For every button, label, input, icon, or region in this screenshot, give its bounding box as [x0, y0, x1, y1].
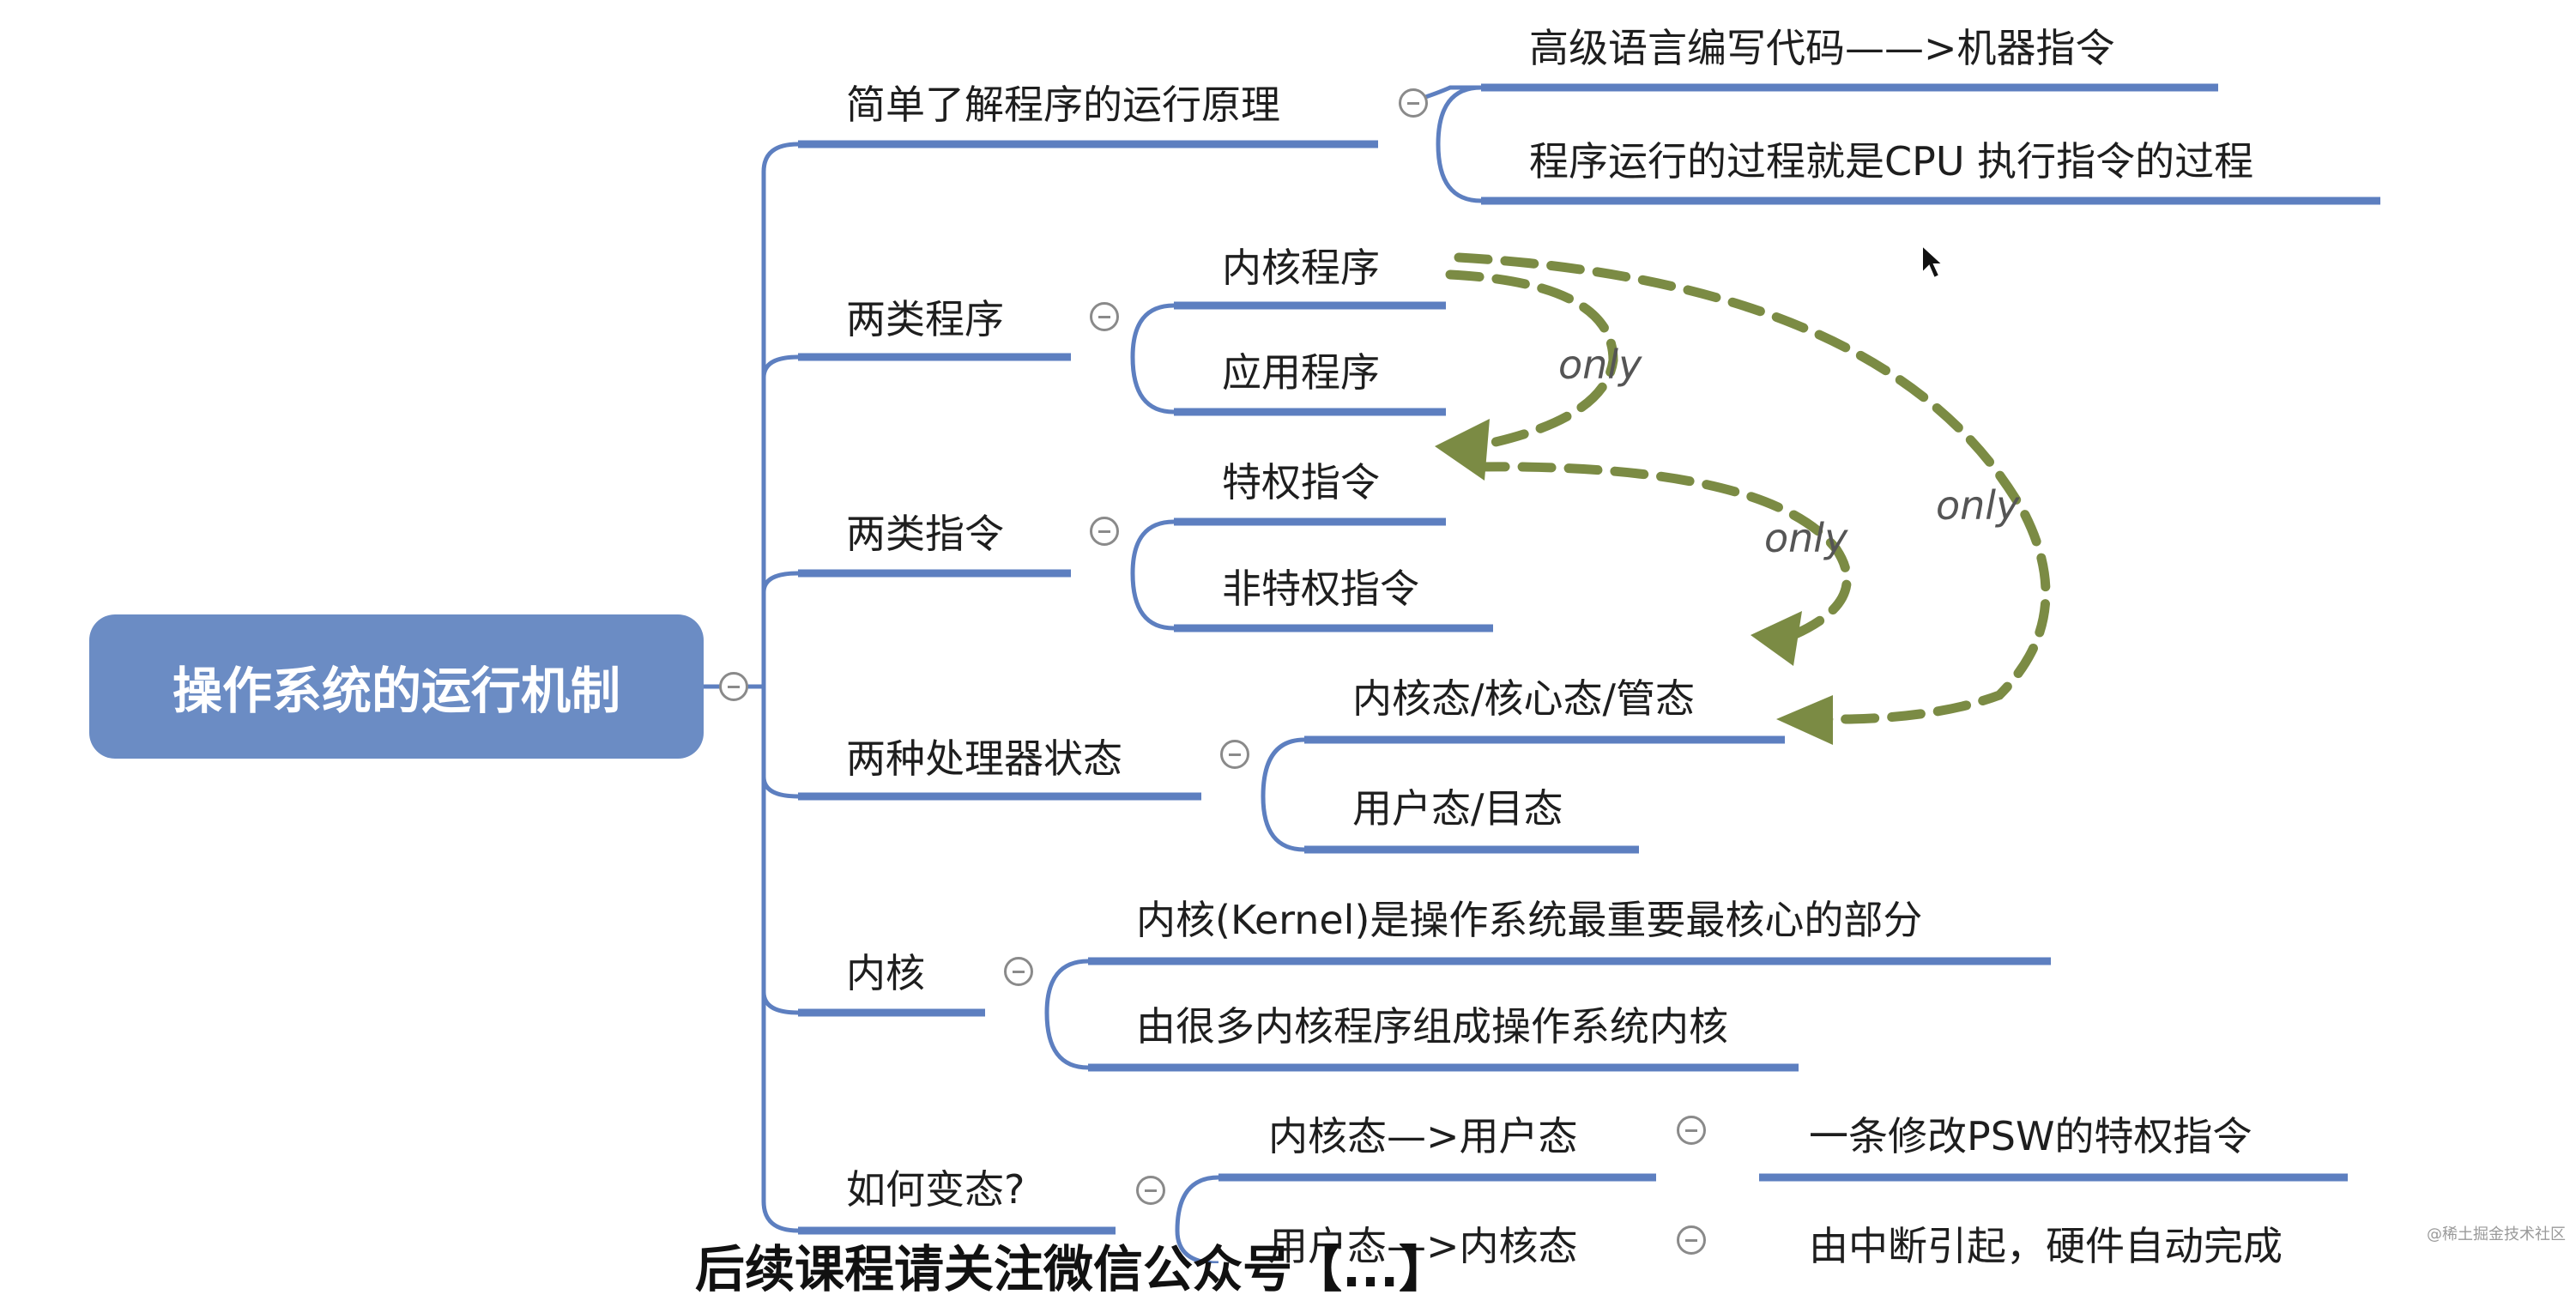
branch-b2[interactable]: 两类程序	[846, 296, 1004, 342]
collapse-b3-icon[interactable]	[1090, 517, 1119, 546]
node-b4-c2[interactable]: 用户态/目态	[1352, 785, 1563, 832]
node-b1-c2[interactable]: 程序运行的过程就是CPU 执行指令的过程	[1529, 138, 2254, 185]
branch-b6[interactable]: 如何变态?	[846, 1166, 1025, 1213]
collapse-b4-icon[interactable]	[1220, 740, 1249, 769]
node-b6-c1[interactable]: 内核态—>用户态	[1268, 1113, 1578, 1159]
arrow-kernel-to-privileged	[1445, 269, 1618, 451]
node-b5-c2[interactable]: 由很多内核程序组成操作系统内核	[1136, 1003, 1728, 1050]
collapse-b1-icon[interactable]	[1399, 88, 1428, 118]
collapse-b5-icon[interactable]	[1004, 957, 1033, 986]
node-b5-c1[interactable]: 内核(Kernel)是操作系统最重要最核心的部分	[1136, 897, 1923, 943]
node-b3-c1[interactable]: 特权指令	[1222, 459, 1380, 505]
node-b1-c1[interactable]: 高级语言编写代码——>机器指令	[1529, 25, 2115, 71]
branch-b3[interactable]: 两类指令	[846, 511, 1004, 557]
bottom-caption: 后续课程请关注微信公众号【...】	[695, 1240, 1449, 1298]
collapse-root-icon[interactable]	[719, 672, 748, 701]
root-label: 操作系统的运行机制	[172, 662, 620, 720]
node-b6-c2-d[interactable]: 由中断引起，硬件自动完成	[1809, 1223, 2283, 1269]
node-b4-c1[interactable]: 内核态/核心态/管态	[1352, 675, 1695, 722]
only-label-1: only	[1558, 342, 1642, 388]
branch-b1[interactable]: 简单了解程序的运行原理	[846, 82, 1280, 128]
root-node[interactable]: 操作系统的运行机制	[89, 614, 704, 759]
mouse-pointer-icon	[1921, 244, 1944, 280]
watermark: @稀土掘金技术社区	[2427, 1225, 2566, 1244]
node-b2-c1[interactable]: 内核程序	[1222, 245, 1380, 291]
collapse-b6-c2-icon[interactable]	[1677, 1225, 1706, 1255]
mind-map-canvas: 操作系统的运行机制 简单了解程序的运行原理 两类程序 两类指令 两种处理器状态 …	[89, 25, 2566, 1298]
arrow-privileged-to-kernelmode	[1471, 462, 1852, 640]
connector-lines	[704, 83, 2380, 1263]
collapse-b2-icon[interactable]	[1090, 302, 1119, 331]
node-b2-c2[interactable]: 应用程序	[1222, 349, 1380, 396]
arrow-kernel-to-kernelmode	[1454, 252, 2051, 724]
collapse-b6-icon[interactable]	[1136, 1176, 1165, 1205]
only-label-2: only	[1764, 515, 1848, 561]
node-b6-c2[interactable]: 用户态—>内核态	[1268, 1223, 1578, 1269]
node-b6-c1-d[interactable]: 一条修改PSW的特权指令	[1809, 1113, 2252, 1159]
branch-b5[interactable]: 内核	[846, 950, 925, 996]
node-b3-c2[interactable]: 非特权指令	[1222, 566, 1419, 612]
only-label-3: only	[1936, 482, 2020, 529]
branch-b4[interactable]: 两种处理器状态	[846, 735, 1122, 782]
collapse-b6-c1-icon[interactable]	[1677, 1116, 1706, 1145]
